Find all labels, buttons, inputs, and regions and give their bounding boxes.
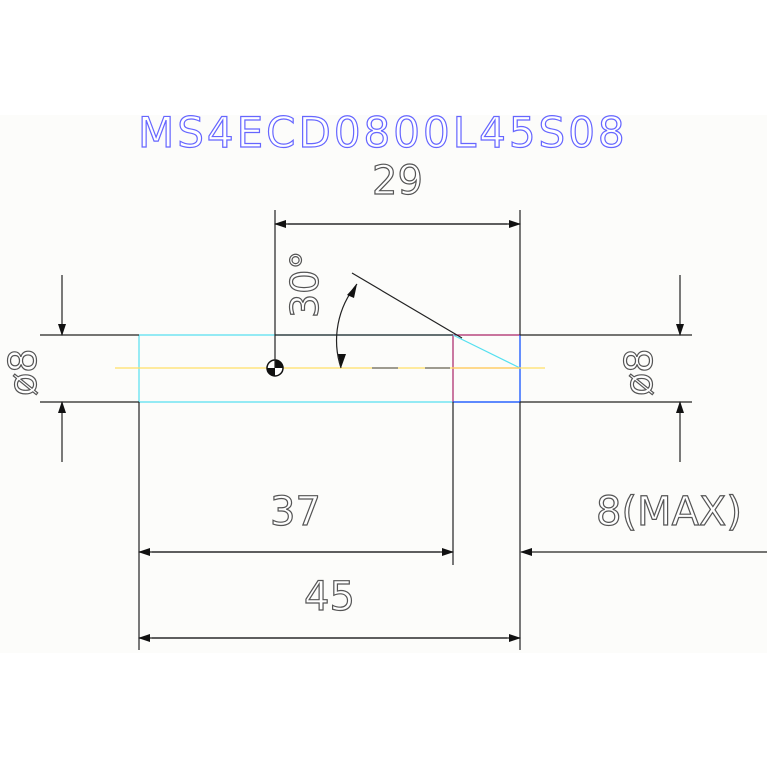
drawing-background bbox=[0, 115, 767, 653]
diameter-right-label: ø8 bbox=[617, 349, 661, 396]
dimension-29 bbox=[274, 210, 521, 368]
dimension-45 bbox=[138, 402, 521, 650]
diameter-right bbox=[520, 275, 692, 462]
diameter-left bbox=[40, 275, 139, 462]
diameter-left-label: ø8 bbox=[1, 349, 45, 396]
tip-max-label: 8(MAX) bbox=[596, 489, 742, 535]
dimension-37-label: 37 bbox=[270, 489, 321, 535]
dimension-37 bbox=[138, 402, 454, 650]
dimension-29-label: 29 bbox=[372, 158, 423, 204]
dimension-45-label: 45 bbox=[304, 574, 355, 620]
angle-label: 30° bbox=[283, 251, 327, 318]
angle-dimension bbox=[335, 272, 463, 369]
part-number-title: MS4ECD0800L45S08 bbox=[138, 108, 628, 157]
